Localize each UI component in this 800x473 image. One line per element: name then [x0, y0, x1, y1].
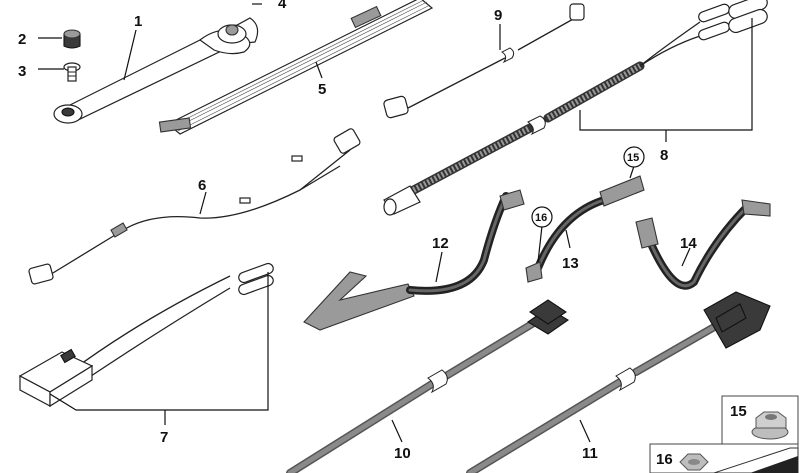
- part-13-battery-cable: [525, 175, 645, 283]
- callout-13: 13: [562, 255, 579, 272]
- callout-15-circle: [623, 146, 645, 168]
- wedge-icon: [713, 447, 799, 473]
- callout-7: 7: [160, 429, 168, 446]
- part-6-wire-harness: [28, 128, 361, 285]
- callout-5: 5: [318, 81, 326, 98]
- callout-10: 10: [394, 445, 411, 462]
- callout-3: 3: [18, 63, 26, 80]
- part-8-braided-cable: [383, 0, 768, 216]
- callout-9: 9: [494, 7, 502, 24]
- flange-nut-icon: [751, 411, 789, 440]
- part-5-ribbon-cable: [158, 0, 434, 135]
- callout-15: 15: [627, 152, 639, 164]
- callout-8: 8: [660, 147, 668, 164]
- callouts: 1 2 3 4 5 6 7 8 9 10 11 12 13 14 15 16: [18, 0, 697, 462]
- inset-label-15: 15: [730, 403, 747, 420]
- inset-hardware: 15 16: [649, 395, 799, 473]
- screw-icon: [679, 453, 709, 471]
- part-3-screw: [63, 62, 81, 82]
- callout-14: 14: [680, 235, 697, 252]
- part-12-battery-cable: [303, 189, 525, 331]
- part-14-battery-cable: [635, 199, 771, 290]
- callout-1: 1: [134, 13, 142, 30]
- callout-16-circle: [531, 206, 553, 228]
- part-10-cable: [286, 299, 570, 473]
- part-11-cable: [466, 291, 771, 473]
- callout-4: 4: [278, 0, 287, 12]
- part-1-ground-strap: [53, 17, 259, 124]
- inset-label-16: 16: [656, 451, 673, 468]
- callout-2: 2: [18, 31, 26, 48]
- leader-lines: [38, 3, 753, 443]
- part-7-plug-wire: [18, 262, 274, 408]
- part-2-cap: [63, 29, 81, 49]
- part-9-sensor-lead: [383, 3, 585, 119]
- callout-6: 6: [198, 177, 206, 194]
- callout-16: 16: [535, 212, 547, 224]
- callout-12: 12: [432, 235, 449, 252]
- callout-11: 11: [582, 445, 598, 462]
